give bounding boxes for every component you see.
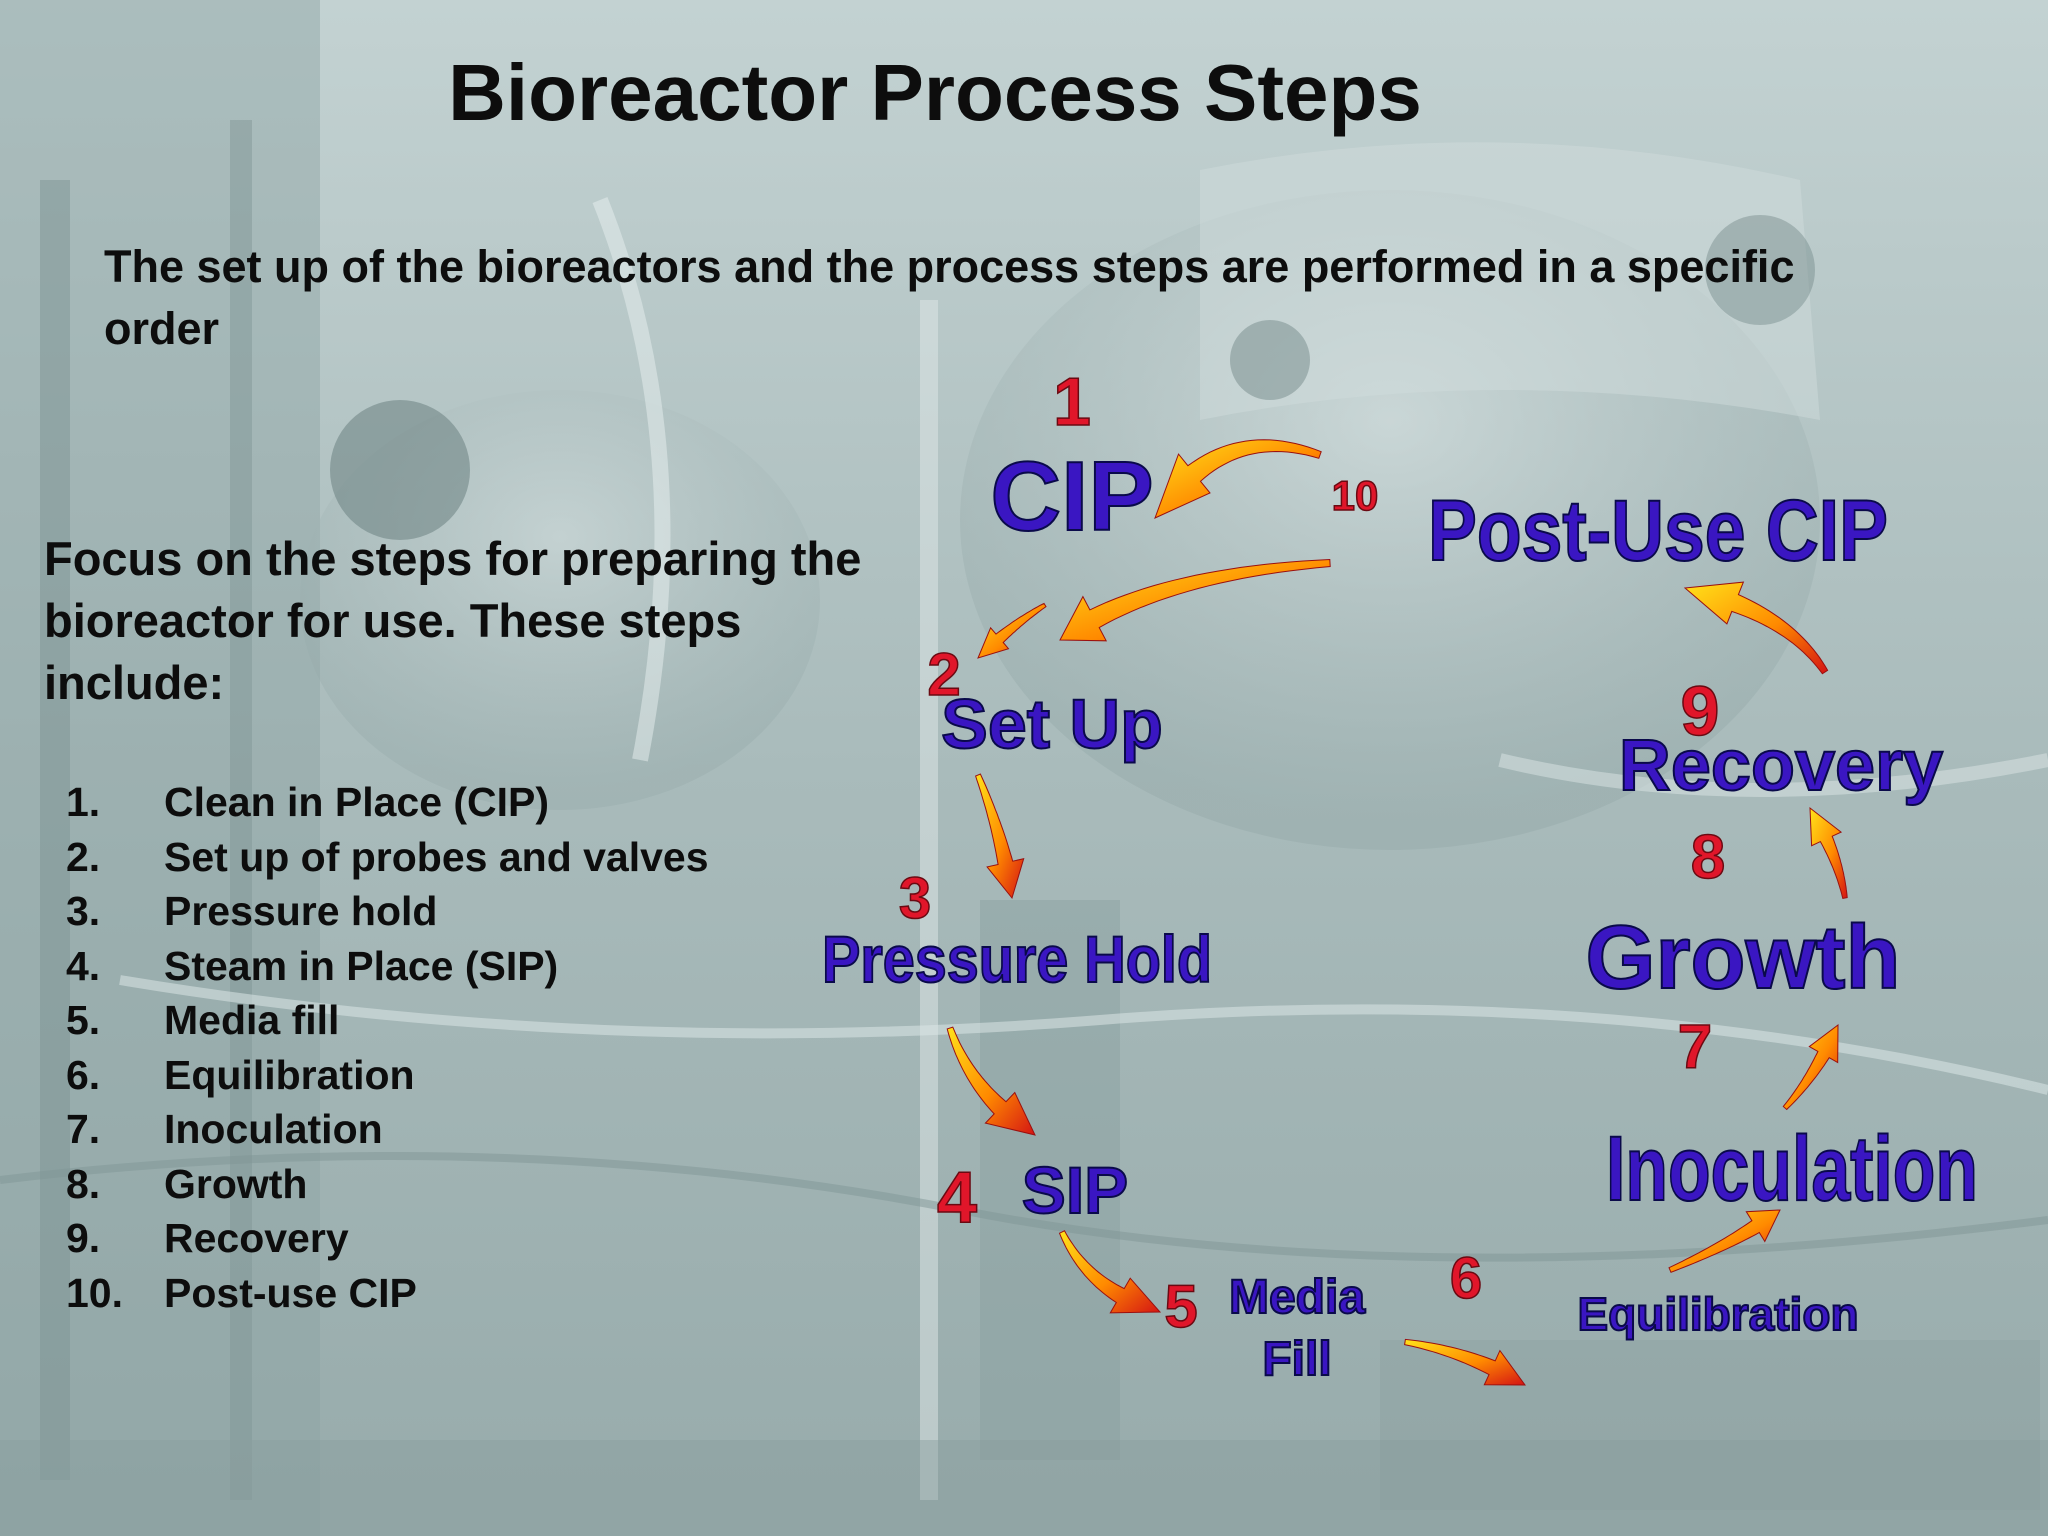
arrow-10-to-2 [1059, 558, 1331, 642]
list-item-number: 8. [66, 1160, 101, 1207]
arrow-7-to-8 [1782, 1023, 1839, 1111]
list-item: 1. Clean in Place (CIP) [66, 775, 826, 830]
list-item-label: Set up of probes and valves [164, 833, 709, 880]
node-label-growth: Growth [1586, 908, 1901, 1008]
list-item: 9. Recovery [66, 1211, 826, 1266]
step-number-2: 2 [927, 641, 960, 708]
node-label-fill: Fill [1262, 1333, 1331, 1386]
list-item: 2. Set up of probes and valves [66, 830, 826, 885]
arrow-6-to-7 [1668, 1209, 1781, 1273]
list-item-label: Media fill [164, 997, 340, 1043]
node-label-equilibration: Equilibration [1577, 1288, 1858, 1340]
list-item-number: 6. [66, 1051, 101, 1098]
arrow-4-to-5 [1058, 1230, 1162, 1314]
step-number-7: 7 [1678, 1013, 1712, 1082]
node-label-inoculation: Inoculation [1606, 1118, 1978, 1220]
arrow-8-to-9 [1809, 806, 1848, 899]
list-item: 3. Pressure hold [66, 884, 826, 939]
focus-text: Focus on the steps for preparing the bio… [44, 532, 862, 709]
step-number-8: 8 [1691, 823, 1725, 892]
cycle-arrows [946, 439, 1848, 1386]
list-item-number: 3. [66, 888, 101, 934]
arrow-to-2-small [977, 602, 1047, 659]
arrow-9-to-10 [1683, 581, 1829, 675]
list-item-number: 4. [66, 942, 101, 989]
step-number-4: 4 [937, 1158, 977, 1238]
node-label-sip: SIP [1022, 1153, 1128, 1227]
step-number-3: 3 [899, 866, 931, 931]
list-item-label: Inoculation [164, 1106, 383, 1152]
step-number-6: 6 [1450, 1246, 1482, 1311]
node-label-cip: CIP [990, 441, 1153, 551]
list-item-label: Growth [164, 1160, 308, 1207]
node-label-recovery: Recovery [1619, 726, 1943, 806]
arrow-3-to-4 [946, 1026, 1036, 1136]
slide-title: Bioreactor Process Steps [448, 48, 1422, 137]
list-item-number: 10. [66, 1269, 123, 1316]
list-item-label: Steam in Place (SIP) [164, 942, 559, 989]
list-item-number: 2. [66, 833, 101, 880]
list-item-label: Post-use CIP [164, 1269, 417, 1316]
list-item: 4. Steam in Place (SIP) [66, 939, 826, 994]
list-item: 8. Growth [66, 1157, 826, 1212]
list-item-label: Equilibration [164, 1051, 415, 1098]
list-item: 5. Media fill [66, 993, 826, 1048]
list-item-number: 5. [66, 997, 101, 1043]
step-number-9: 9 [1681, 672, 1720, 750]
steps-list: 1. Clean in Place (CIP) 2. Set up of probe… [66, 775, 826, 1320]
list-item-number: 9. [66, 1215, 101, 1261]
node-label-post-use-cip: Post-Use CIP [1428, 483, 1888, 579]
node-label-media: Media [1229, 1271, 1365, 1324]
list-item-label: Clean in Place (CIP) [164, 779, 550, 825]
arrow-2-to-3 [974, 773, 1025, 900]
arrow-10-to-1 [1154, 439, 1322, 519]
list-item: 6. Equilibration [66, 1048, 826, 1103]
arrow-5-to-6 [1404, 1338, 1526, 1386]
list-item-number: 1. [66, 779, 101, 825]
node-label-set-up: Set Up [941, 685, 1163, 763]
list-item: 7. Inoculation [66, 1102, 826, 1157]
intro-text: The set up of the bioreactors and the pr… [104, 241, 1795, 354]
list-item-label: Pressure hold [164, 888, 438, 934]
node-label-pressure-hold: Pressure Hold [822, 922, 1212, 996]
step-number-1: 1 [1053, 364, 1091, 440]
list-item-number: 7. [66, 1106, 101, 1152]
step-number-5: 5 [1164, 1273, 1197, 1340]
list-item-label: Recovery [164, 1215, 349, 1261]
step-number-10: 10 [1332, 472, 1379, 519]
list-item: 10. Post-use CIP [66, 1266, 826, 1321]
